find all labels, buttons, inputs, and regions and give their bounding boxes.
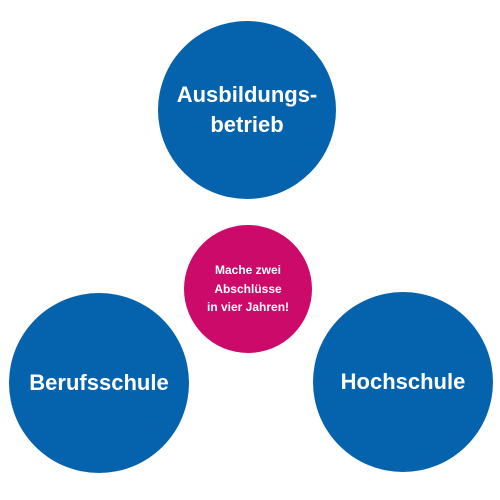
- node-berufsschule-label: Berufsschule: [29, 370, 169, 396]
- node-ausbildungsbetrieb: Ausbildungs- betrieb: [158, 21, 336, 199]
- node-hochschule-label: Hochschule: [340, 369, 466, 395]
- node-hochschule: Hochschule: [313, 292, 493, 472]
- node-berufsschule: Berufsschule: [9, 293, 189, 473]
- node-center-message: Mache zwei Abschlüsse in vier Jahren!: [184, 225, 312, 353]
- node-ausbildungsbetrieb-label: Ausbildungs- betrieb: [176, 82, 318, 137]
- node-center-message-label: Mache zwei Abschlüsse in vier Jahren!: [206, 263, 290, 315]
